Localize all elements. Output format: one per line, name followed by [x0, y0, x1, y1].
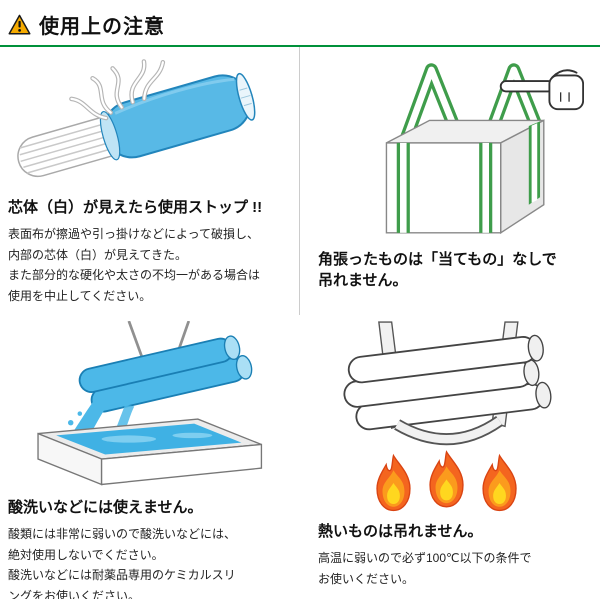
caution-grid: 芯体（白）が見えたら使用ストップ !! 表面布が擦過や引っ掛けなどによって破損し… [0, 47, 600, 599]
hot-pipes-illustration [318, 321, 586, 517]
section-core-visible: 芯体（白）が見えたら使用ストップ !! 表面布が擦過や引っ掛けなどによって破損し… [0, 47, 300, 315]
header: 使用上の注意 [0, 0, 600, 45]
section-angular-objects: 角張ったものは「当てもの」なしで 吊れません。 [300, 47, 600, 315]
worn-sling-belt-illustration [8, 53, 285, 193]
acid-bath-illustration [8, 321, 286, 493]
container-bag-illustration [318, 53, 586, 245]
section-heading: 角張ったものは「当てもの」なしで 吊れません。 [318, 251, 557, 289]
worn-sling-belt-icon [16, 59, 255, 178]
section-heading: 熱いものは吊れません。 [318, 523, 483, 540]
container-bag-icon [385, 63, 584, 235]
section-acid-washing: 酸洗いなどには使えません。 酸類には非常に弱いので酸洗いなどには、 絶対使用しな… [0, 315, 300, 599]
flame-icon [376, 451, 517, 512]
header-underline [0, 45, 600, 47]
section-heading: 酸洗いなどには使えません。 [8, 499, 203, 516]
section-body: 酸類には非常に弱いので酸洗いなどには、 絶対使用しないでください。 酸洗いなどに… [8, 527, 237, 599]
warning-triangle-icon [8, 14, 31, 34]
acid-bath-icon [37, 321, 263, 486]
section-hot-objects: 熱いものは吊れません。 高温に弱いので必ず100℃以下の条件で お使いください。 [300, 315, 600, 599]
section-body: 高温に弱いので必ず100℃以下の条件で お使いください。 [318, 551, 532, 586]
section-heading: 芯体（白）が見えたら使用ストップ !! [8, 199, 263, 216]
pointing-hand-icon [499, 69, 584, 111]
hot-pipes-icon [343, 321, 552, 512]
page-title: 使用上の注意 [39, 16, 165, 38]
section-body: 表面布が擦過や引っ掛けなどによって破損し、 内部の芯体（白）が見えてきた。 また… [8, 227, 261, 303]
